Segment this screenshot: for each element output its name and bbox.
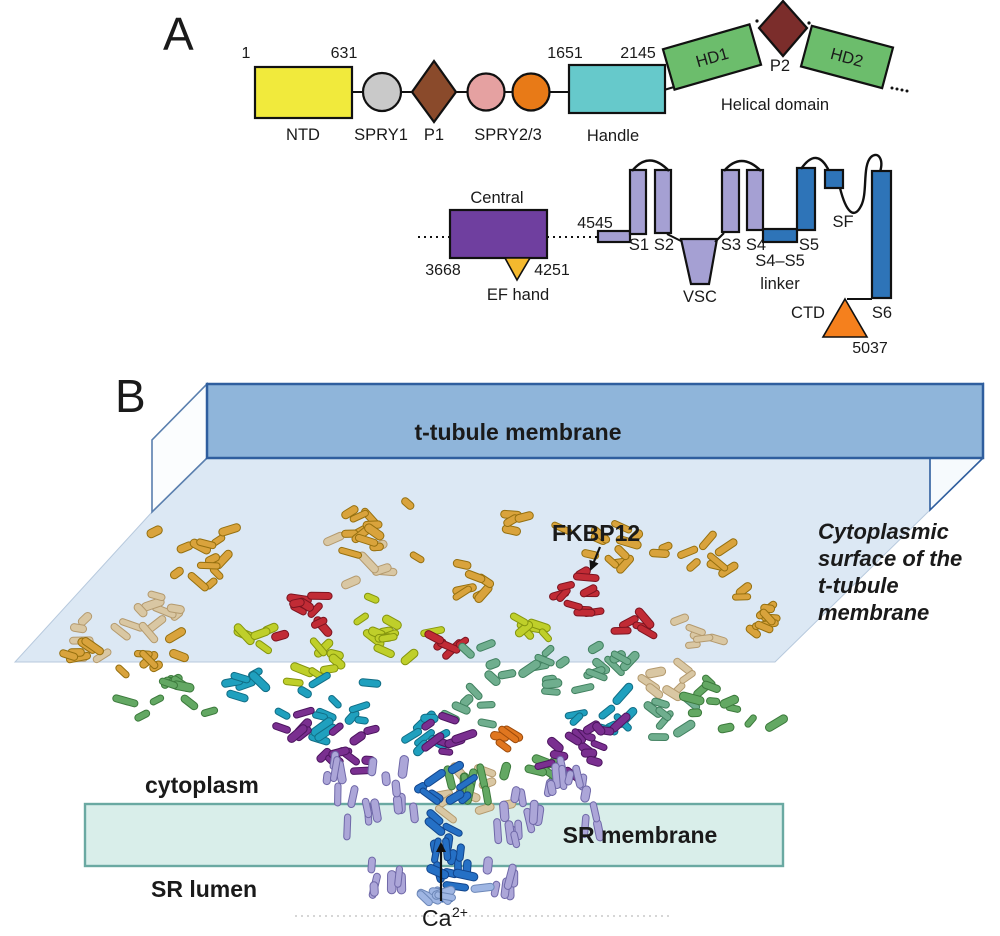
handle-end: 2145 xyxy=(620,45,656,62)
s5-helix xyxy=(795,166,817,232)
spry3-circle xyxy=(511,72,551,112)
s6-helix xyxy=(870,169,893,300)
hd1-box: HD1 xyxy=(661,23,763,91)
vsc-label: VSC xyxy=(683,288,717,306)
ntd-box xyxy=(253,65,354,120)
handle-label: Handle xyxy=(587,127,639,145)
hd2-box: HD2 xyxy=(799,24,895,90)
sf-s6-loop xyxy=(838,153,883,214)
ca-text: Ca xyxy=(422,905,452,931)
s4-label: S4 xyxy=(746,236,766,254)
ef-hand-label: EF hand xyxy=(487,286,549,304)
fkbp12-arrow xyxy=(589,546,602,571)
ntd-label: NTD xyxy=(286,126,320,144)
s2-label: S2 xyxy=(654,236,674,254)
t-tubule-membrane-band xyxy=(205,382,985,460)
ntd-start: 1 xyxy=(242,45,251,62)
central-box xyxy=(448,208,549,260)
ca-superscript: 2+ xyxy=(452,904,468,920)
handle-start: 1651 xyxy=(547,45,583,62)
pre-s1-bar xyxy=(596,229,632,244)
s5-sf-loop xyxy=(800,156,831,172)
surface-note-line3: t-tubule xyxy=(818,573,899,598)
s6-label: S6 xyxy=(872,304,892,322)
spry1-circle xyxy=(361,71,403,113)
s1-helix xyxy=(628,168,648,236)
spry2-circle xyxy=(466,72,506,112)
s2-helix xyxy=(653,168,673,235)
central-start: 3668 xyxy=(425,262,461,279)
central-label: Central xyxy=(470,189,523,207)
ntd-end: 631 xyxy=(331,45,358,62)
panel-b: B t-tubule membrane FKBP12 Cytoplasmic s… xyxy=(13,370,985,931)
surface-note-line4: membrane xyxy=(818,600,929,625)
s3-helix xyxy=(720,168,741,234)
cytoplasm-label: cytoplasm xyxy=(145,772,259,798)
fkbp12-label: FKBP12 xyxy=(552,520,640,546)
p1-label: P1 xyxy=(424,126,444,144)
tm-end: 5037 xyxy=(852,340,888,357)
ca-label: Ca 2+ xyxy=(422,904,468,931)
sr-lumen-label: SR lumen xyxy=(151,876,257,902)
sr-membrane-label: SR membrane xyxy=(563,822,718,848)
trailing-dots xyxy=(890,86,909,93)
s4-helix xyxy=(745,168,765,232)
ef-hand-triangle xyxy=(503,257,532,282)
p1-diamond xyxy=(410,59,458,124)
s1-label: S1 xyxy=(629,236,649,254)
s5-label: S5 xyxy=(799,236,819,254)
dot xyxy=(755,19,759,23)
s4-s5-linker-label1: S4–S5 xyxy=(755,252,805,270)
panel-b-letter: B xyxy=(115,370,146,422)
s3-s4-loop xyxy=(723,159,762,172)
surface-note-line1: Cytoplasmic xyxy=(818,519,949,544)
t-tubule-membrane-label: t-tubule membrane xyxy=(414,419,621,445)
vsc-domain xyxy=(679,237,719,286)
handle-box xyxy=(567,63,667,115)
s3-label: S3 xyxy=(721,236,741,254)
helical-domain-caption: Helical domain xyxy=(721,96,829,114)
dot xyxy=(807,21,811,25)
s1-s2-loop xyxy=(631,159,670,172)
ctd-label: CTD xyxy=(791,304,825,322)
surface-note-line2: surface of the xyxy=(818,546,962,571)
connector xyxy=(714,232,725,243)
panel-a: A 1 631 NTD SPRY1 P1 SPRY2/3 1651 2145 H… xyxy=(163,0,909,357)
spry1-label: SPRY1 xyxy=(354,126,408,144)
central-end: 4251 xyxy=(534,262,570,279)
p2-label: P2 xyxy=(770,57,790,75)
sf-label: SF xyxy=(832,213,853,231)
sf-box xyxy=(823,168,845,190)
panel-a-letter: A xyxy=(163,8,194,60)
cytoplasmic-surface-note: Cytoplasmic surface of the t-tubule memb… xyxy=(818,519,962,625)
spry23-label: SPRY2/3 xyxy=(474,126,542,144)
s4-s5-linker-bar xyxy=(761,227,799,244)
tm-start: 4545 xyxy=(577,215,613,232)
ctd-triangle xyxy=(821,297,869,338)
p2-diamond xyxy=(757,0,809,58)
s4-s5-linker-label2: linker xyxy=(760,275,800,293)
